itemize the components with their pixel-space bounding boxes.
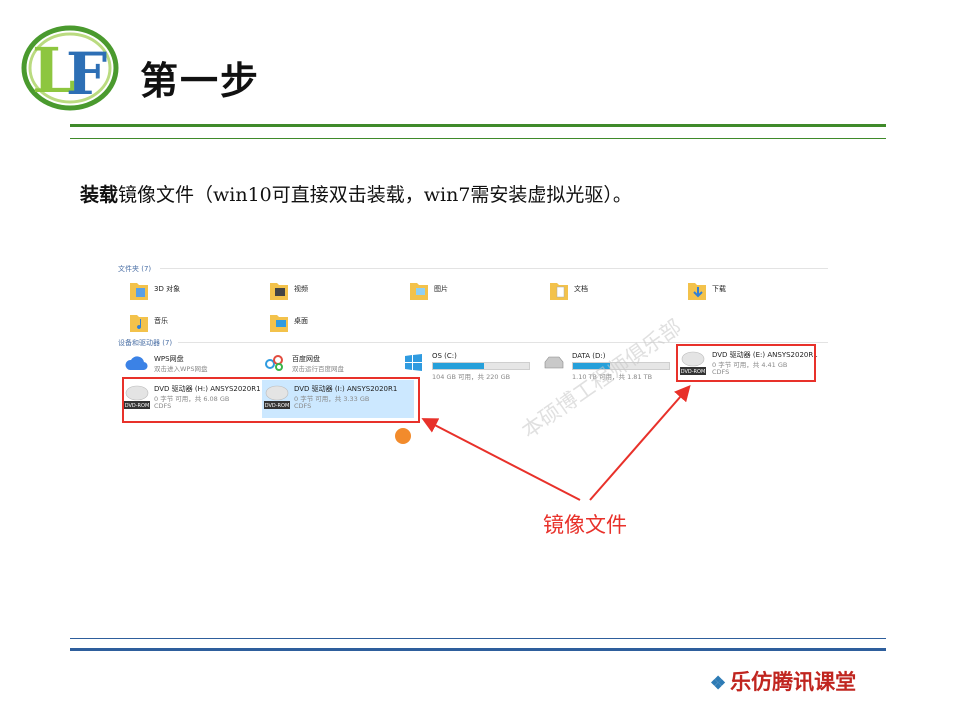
folder-downloads[interactable]: 下载 [686,278,806,304]
hard-drive-icon [544,356,564,369]
drive-filesystem: CDFS [154,402,172,410]
section-divider [178,342,828,343]
dvd-drive-h[interactable]: DVD-ROM DVD 驱动器 (H:) ANSYS2020R1 0 字节 可用… [124,382,261,416]
dvd-rom-icon: DVD-ROM [680,351,706,375]
dvd-badge: DVD-ROM [125,403,150,409]
folder-label: 音乐 [154,317,168,325]
wps-cloud-icon [125,356,148,371]
folder-desktop[interactable]: 桌面 [268,310,388,336]
3d-objects-folder-icon [130,283,148,300]
instruction-text: 装载镜像文件（win10可直接双击装载，win7需安装虚拟光驱）。 [80,180,632,207]
logo-letter-l: L [32,34,76,107]
instruction-bold: 装载 [80,184,119,206]
drive-filesystem: CDFS [712,368,730,376]
windows-drive-icon [405,354,422,371]
folder-label: 文档 [574,285,588,293]
drive-name: DVD 驱动器 (E:) ANSYS2020R1 [712,351,818,359]
footer-brand-text: 乐仿腾讯课堂 [730,669,857,694]
folder-label: 桌面 [294,317,308,325]
dvd-rom-icon: DVD-ROM [124,385,150,409]
drive-name: DVD 驱动器 (H:) ANSYS2020R1 [154,385,261,393]
downloads-folder-icon [688,283,706,300]
folder-label: 下载 [712,285,726,293]
drive-c[interactable]: OS (C:) 104 GB 可用，共 220 GB [402,352,532,381]
videos-folder-icon [270,283,288,300]
drive-d[interactable]: DATA (D:) 1.10 TB 可用，共 1.81 TB [542,352,672,381]
drive-name: OS (C:) [432,352,457,360]
usage-fill [433,363,484,369]
diamond-icon: ❖ [710,673,727,694]
instruction-rest: 镜像文件（win10可直接双击装载，win7需安装虚拟光驱）。 [118,184,632,206]
folder-pictures[interactable]: 图片 [408,278,528,304]
drive-d-usage-bar [572,362,670,370]
desktop-folder-icon [270,315,288,332]
drive-space: 0 字节 可用，共 4.41 GB [712,361,788,369]
mouse-cursor-indicator [395,428,411,444]
baidu-cloud-icon [265,355,283,371]
header-rule [70,124,886,127]
dvd-badge: DVD-ROM [265,403,290,409]
drive-name: WPS网盘 [154,355,184,363]
drive-space: 0 字节 可用，共 3.33 GB [294,395,370,403]
footer-rule [70,648,886,651]
logo-letter-f: F [66,40,107,108]
usage-fill [573,363,611,369]
dvd-drive-i[interactable]: DVD-ROM DVD 驱动器 (I:) ANSYS2020R1 0 字节 可用… [264,382,410,416]
dvd-rom-icon: DVD-ROM [264,385,290,409]
folder-label: 视频 [294,285,308,293]
folder-documents[interactable]: 文档 [548,278,668,304]
music-folder-icon [130,315,148,332]
drive-space: 104 GB 可用，共 220 GB [432,373,511,381]
footer-rule-thin [70,638,886,639]
footer-brand: ❖乐仿腾讯课堂 [710,666,856,696]
pictures-folder-icon [410,283,428,300]
wps-cloud-drive[interactable]: WPS网盘 双击进入WPS网盘 [124,354,254,376]
folder-label: 3D 对象 [154,285,181,293]
folder-3d-objects[interactable]: 3D 对象 [128,278,248,304]
folder-videos[interactable]: 视频 [268,278,388,304]
drive-space: 0 字节 可用，共 6.08 GB [154,395,230,403]
header-rule-thin [70,138,886,139]
drive-c-usage-bar [432,362,530,370]
drive-name: 百度网盘 [292,355,320,363]
folder-music[interactable]: 音乐 [128,310,248,336]
dvd-badge: DVD-ROM [681,369,706,375]
drive-space: 1.10 TB 可用，共 1.81 TB [572,373,653,381]
annotation-label: 镜像文件 [543,513,627,537]
baidu-cloud-drive[interactable]: 百度网盘 双击运行百度网盘 [264,354,394,376]
drive-name: DVD 驱动器 (I:) ANSYS2020R1 [294,385,398,393]
slide-title: 第一步 [140,59,261,103]
dvd-drive-e[interactable]: DVD-ROM DVD 驱动器 (E:) ANSYS2020R1 0 字节 可用… [680,348,820,378]
folder-label: 图片 [434,285,448,293]
selection-highlight [262,380,414,418]
devices-section-header[interactable]: 设备和驱动器 (7) [118,339,173,347]
lf-logo: L F [21,25,119,111]
drive-subtitle: 双击运行百度网盘 [292,365,344,373]
documents-folder-icon [550,283,568,300]
highlight-box-h-i-drives [122,377,420,423]
folders-section-header[interactable]: 文件夹 (7) [118,265,152,273]
arrow-to-left-box [421,418,581,501]
drive-subtitle: 双击进入WPS网盘 [154,365,208,373]
drive-filesystem: CDFS [294,402,312,410]
section-divider [160,268,828,269]
highlight-box-e-drive [676,344,816,382]
drive-name: DATA (D:) [572,352,606,360]
